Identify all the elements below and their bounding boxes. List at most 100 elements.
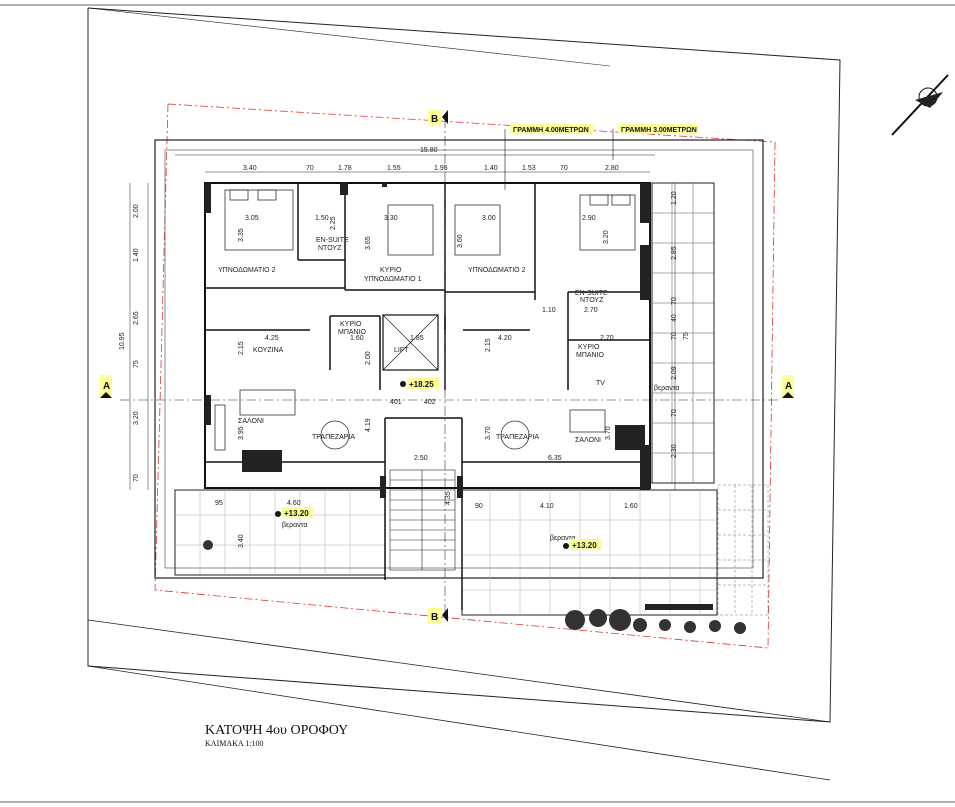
level-marker-veranda-right: +13.20 <box>563 539 602 550</box>
lift-shaft <box>382 314 439 371</box>
room-bedroom-2-right: ΥΠΝΟΔΩΜΑΤΙΟ 2 <box>468 267 526 274</box>
drawing-title: ΚΑΤΟΨΗ 4ου ΟΡΟΦΟΥ <box>205 723 348 738</box>
dim-int: 6.35 <box>548 455 562 462</box>
dim-int: 3.40 <box>238 534 245 548</box>
dim-top-1: 3.40 <box>243 165 257 172</box>
dim-right-7: 70 <box>671 409 678 417</box>
door-code-2: 402 <box>424 399 436 406</box>
dim-top-2: 70 <box>306 165 314 172</box>
veranda-right <box>461 489 718 616</box>
dim-right-9: 75 <box>683 332 690 340</box>
dim-int: 3.35 <box>238 228 245 242</box>
note-line-3m: ΓΡΑΜΜΗ 3.00ΜΕΤΡΩΝ <box>621 127 697 134</box>
dim-top-3: 1.78 <box>338 165 352 172</box>
dim-int: 2.15 <box>238 341 245 355</box>
dim-int: 2.00 <box>365 351 372 365</box>
dim-left-total: 10.95 <box>119 332 126 350</box>
dim-int: 4.19 <box>365 418 372 432</box>
dim-top-5: 1.95 <box>434 165 448 172</box>
room-bedroom-1: ΥΠΝΟΔΩΜΑΤΙΟ 1 <box>364 276 422 283</box>
dim-int: 3.70 <box>605 426 612 440</box>
dim-right-6: 2.09 <box>671 366 678 380</box>
dim-left-5: 3.20 <box>133 411 140 425</box>
dim-int: 3.65 <box>365 236 372 250</box>
room-main-bath-1: ΚΥΡΙΟ <box>340 321 362 328</box>
dim-int: 3.00 <box>482 215 496 222</box>
dim-int: 3.30 <box>384 215 398 222</box>
room-main-bath-2: ΜΠΑΝΙΟ <box>338 329 367 336</box>
dim-int: 2.90 <box>582 215 596 222</box>
section-label: B <box>431 114 438 125</box>
dim-left-2: 1.40 <box>133 248 140 262</box>
dim-int: 4.60 <box>287 500 301 507</box>
dim-int: 1.85 <box>410 335 424 342</box>
dim-right-1: 1.20 <box>671 191 678 205</box>
section-marker-b-top: B <box>428 110 448 126</box>
section-marker-a-right: A <box>782 375 794 398</box>
dim-top-9: 2.80 <box>605 165 619 172</box>
dim-right-2: 2.85 <box>671 246 678 260</box>
room-veranda-side: βεραντα <box>654 385 679 392</box>
level-value: +18.25 <box>409 380 434 389</box>
dim-int: 3.20 <box>603 230 610 244</box>
room-master-label: ΚΥΡΙΟ <box>380 267 402 274</box>
dim-top-4: 1.55 <box>387 165 401 172</box>
room-veranda-left: βεραντα <box>282 522 307 529</box>
dim-int: 1.50 <box>315 215 329 222</box>
level-value: +13.20 <box>572 541 597 550</box>
tv-label: TV <box>596 380 605 387</box>
building-outline <box>154 139 764 579</box>
dim-int: 3.05 <box>245 215 259 222</box>
dim-left-1: 2.00 <box>133 204 140 218</box>
dim-left-4: 75 <box>133 360 140 368</box>
room-dining-right: ΤΡΑΠΕΖΑΡΙΑ <box>496 434 539 441</box>
dim-int: 4.10 <box>540 503 554 510</box>
dim-left-3: 2.65 <box>133 311 140 325</box>
drawing-scale: ΚΛΙΜΑΚΑ 1:100 <box>205 739 263 748</box>
staircase <box>389 469 456 571</box>
dim-top-8: 70 <box>560 165 568 172</box>
room-shower-right: ΝΤΟΥΖ <box>580 297 604 304</box>
north-arrow-icon <box>891 74 949 136</box>
dim-right-4: 40 <box>671 314 678 322</box>
furniture <box>214 189 636 451</box>
dim-int: 1.60 <box>350 335 364 342</box>
dim-int: 3.60 <box>457 234 464 248</box>
side-veranda-grid <box>651 182 715 484</box>
dim-int: 90 <box>475 503 483 510</box>
dim-int: 2.15 <box>485 338 492 352</box>
room-bath-right-2: ΜΠΑΝΙΟ <box>576 352 605 359</box>
dim-right-3: 70 <box>671 297 678 305</box>
dim-int: 1.60 <box>624 503 638 510</box>
door-code-1: 401 <box>390 399 402 406</box>
setback-notes: ΓΡΑΜΜΗ 4.00ΜΕΤΡΩΝ ΓΡΑΜΜΗ 3.00ΜΕΤΡΩΝ <box>504 124 698 190</box>
dim-left-6: 70 <box>133 474 140 482</box>
dim-int: 3.70 <box>485 426 492 440</box>
room-lift: LIFT <box>394 347 409 354</box>
room-ensuite-left: EN-SUITE <box>316 237 349 244</box>
room-kitchen: ΚΟΥΖΙΝΑ <box>253 347 284 354</box>
dim-top-total: 15.80 <box>420 147 438 154</box>
section-label: B <box>431 612 438 623</box>
room-dining-left: ΤΡΑΠΕΖΑΡΙΑ <box>312 434 355 441</box>
plants <box>203 540 746 634</box>
room-salon-right: ΣΑΛΟΝΙ <box>575 437 601 444</box>
dim-right-8: 2.30 <box>671 444 678 458</box>
dim-int: 1.10 <box>542 307 556 314</box>
level-marker-stair: +18.25 <box>400 378 439 389</box>
room-shower-left: ΝΤΟΥΖ <box>318 245 342 252</box>
dim-int: 3.95 <box>238 426 245 440</box>
dim-int: 2.25 <box>330 216 337 230</box>
dim-int: 95 <box>215 500 223 507</box>
section-marker-b-bottom: B <box>428 608 448 624</box>
room-salon-left: ΣΑΛΟΝΙ <box>238 418 264 425</box>
dim-top-6: 1.40 <box>484 165 498 172</box>
section-label: A <box>103 381 110 392</box>
level-value: +13.20 <box>284 509 309 518</box>
dim-top-7: 1.53 <box>522 165 536 172</box>
level-marker-veranda-left: +13.20 <box>275 507 314 518</box>
dim-int: 2.70 <box>600 335 614 342</box>
dim-int: 2.70 <box>584 307 598 314</box>
section-label: A <box>785 381 792 392</box>
